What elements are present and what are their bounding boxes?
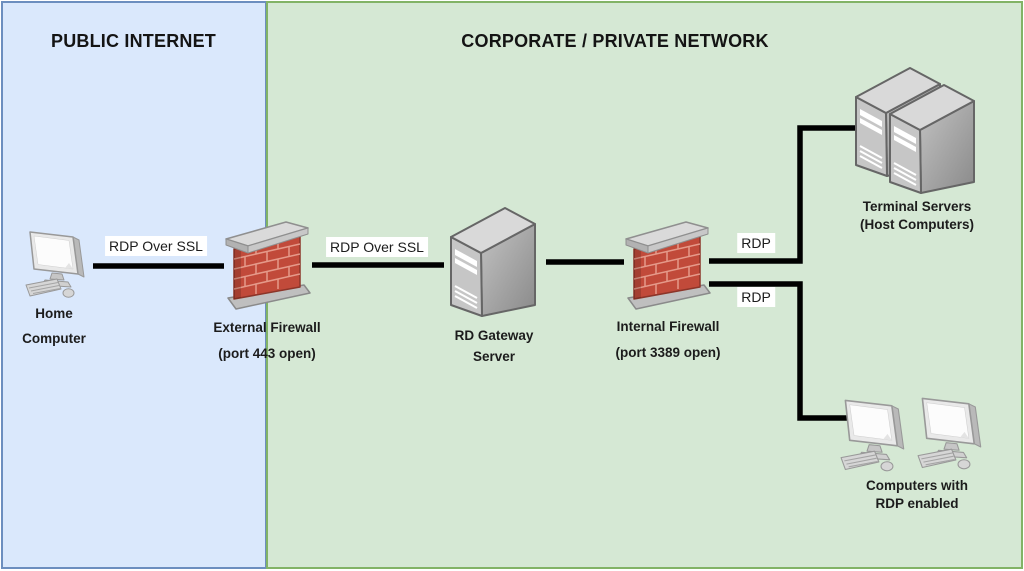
external-firewall-node [224, 219, 314, 318]
edge-label-rdp-top: RDP [737, 233, 775, 253]
rd-gateway-server-label: RD Gateway Server [454, 328, 534, 364]
public-internet-title: PUBLIC INTERNET [51, 31, 216, 51]
home-computer-label: Home Computer [22, 306, 86, 346]
internal-firewall-node [624, 219, 714, 318]
terminal-servers-node [852, 66, 978, 203]
firewall-brick-wall-icon [224, 219, 314, 313]
server-tower-icon [450, 207, 536, 317]
internal-firewall-label: Internal Firewall (port 3389 open) [615, 319, 721, 360]
edge-internal-firewall-to-rdp-computers [709, 281, 857, 421]
edge-label-rdp-over-ssl-1: RDP Over SSL [105, 236, 207, 256]
firewall-brick-wall-icon [624, 219, 714, 313]
dual-desktop-computers-icon [840, 397, 982, 472]
desktop-computer-icon [25, 231, 85, 298]
external-firewall-label: External Firewall (port 443 open) [213, 320, 321, 361]
terminal-servers-label: Terminal Servers (Host Computers) [860, 199, 974, 232]
corporate-network-title: CORPORATE / PRIVATE NETWORK [461, 31, 769, 51]
rd-gateway-server-node [449, 206, 537, 323]
edge-label-rdp-bottom: RDP [737, 287, 775, 307]
rdp-computers-label: Computers with RDP enabled [865, 478, 969, 511]
edge-internal-firewall-to-terminal-servers [709, 125, 855, 264]
dual-server-towers-icon [855, 67, 975, 194]
rdp-computers-node [838, 392, 988, 481]
edge-label-rdp-over-ssl-2: RDP Over SSL [326, 237, 428, 257]
home-computer-node [24, 226, 90, 307]
